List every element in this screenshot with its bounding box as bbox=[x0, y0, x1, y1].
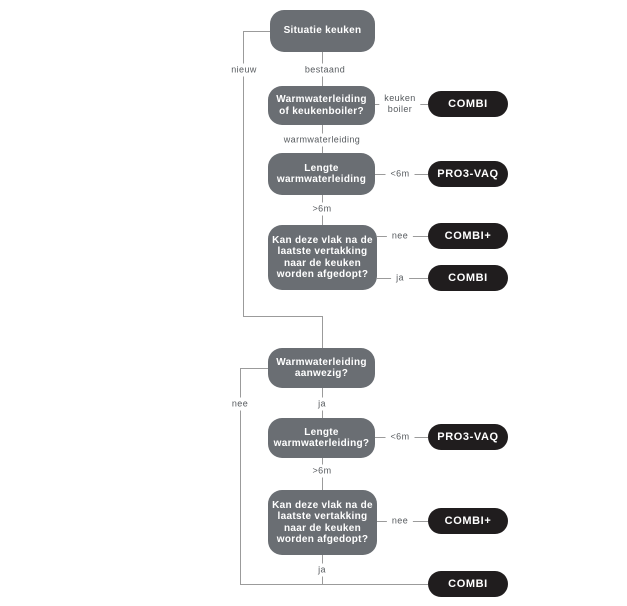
edge-label-ja-3: ja bbox=[313, 563, 331, 577]
connector-line bbox=[243, 316, 322, 317]
connector-line bbox=[322, 316, 323, 348]
edge-label-nee-1: nee bbox=[386, 229, 414, 243]
result-pill-combi-plus-2: COMBI+ bbox=[428, 508, 508, 534]
edge-label-gt6m-1: >6m bbox=[307, 202, 337, 216]
edge-label-keuken-boiler: keuken boiler bbox=[379, 92, 421, 116]
connector-line bbox=[243, 31, 270, 32]
result-pill-pro3vaq-2: PRO3-VAQ bbox=[428, 424, 508, 450]
connector-line bbox=[240, 368, 268, 369]
edge-label-nee-3: nee bbox=[386, 514, 414, 528]
result-pill-combi-2: COMBI bbox=[428, 265, 508, 291]
connector-line bbox=[240, 584, 428, 585]
node-warmwaterleiding-aanwezig: Warmwaterleiding aanwezig? bbox=[268, 348, 375, 388]
edge-label-warmwaterleiding: warmwaterleiding bbox=[278, 133, 366, 147]
edge-label-nieuw: nieuw bbox=[226, 63, 262, 77]
edge-label-ja-1: ja bbox=[391, 271, 409, 285]
result-pill-combi-1: COMBI bbox=[428, 91, 508, 117]
node-situatie-keuken: Situatie keuken bbox=[270, 10, 375, 52]
node-lengte-warmwaterleiding-2: Lengte warmwaterleiding? bbox=[268, 418, 375, 458]
edge-label-nee-2: nee bbox=[226, 397, 254, 411]
node-warmwaterleiding-of-keukenboiler: Warmwaterleiding of keukenboiler? bbox=[268, 86, 375, 125]
node-afdoppen-1: Kan deze vlak na de laatste vertakking n… bbox=[268, 225, 377, 290]
result-pill-combi-3: COMBI bbox=[428, 571, 508, 597]
result-pill-pro3vaq-1: PRO3-VAQ bbox=[428, 161, 508, 187]
connector-line bbox=[240, 368, 241, 584]
node-afdoppen-2: Kan deze vlak na de laatste vertakking n… bbox=[268, 490, 377, 555]
result-pill-combi-plus-1: COMBI+ bbox=[428, 223, 508, 249]
edge-label-gt6m-2: >6m bbox=[307, 464, 337, 478]
edge-label-lt6m-2: <6m bbox=[385, 430, 415, 444]
connector-line bbox=[243, 31, 244, 316]
edge-label-bestaand: bestaand bbox=[299, 63, 351, 77]
edge-label-lt6m-1: <6m bbox=[385, 167, 415, 181]
node-lengte-warmwaterleiding-1: Lengte warmwaterleiding bbox=[268, 153, 375, 195]
edge-label-ja-2: ja bbox=[313, 397, 331, 411]
